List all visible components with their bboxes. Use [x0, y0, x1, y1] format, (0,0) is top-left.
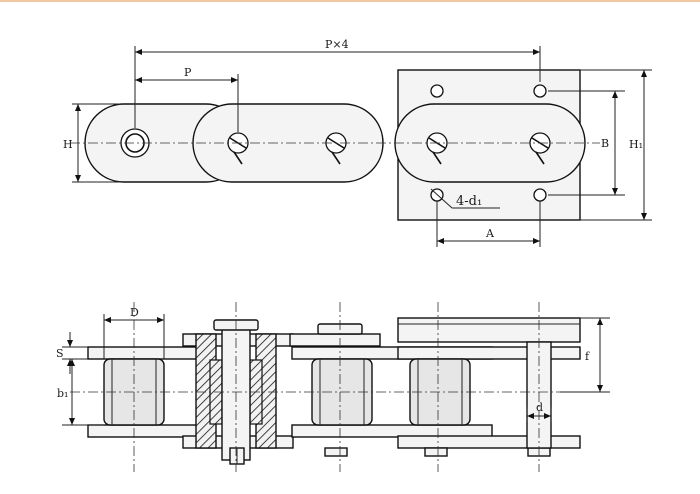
label-plate-thickness: S: [56, 347, 64, 360]
label-attachment-height: f: [585, 350, 590, 363]
label-plate-height: H₁: [629, 138, 643, 151]
outer-plate-bottom: [87, 424, 209, 438]
plate-hole: [430, 84, 444, 98]
label-hole-spacing-h: A: [485, 227, 495, 240]
attachment-plate-side: [397, 317, 581, 343]
pin-head-plate-2: [289, 333, 381, 347]
label-holes: 4-d₁: [456, 194, 482, 209]
plate-top-right: [397, 346, 581, 360]
label-inner-width: b₁: [57, 387, 68, 400]
plate-bottom-right: [397, 435, 581, 449]
label-link-height: H: [63, 138, 73, 151]
top-view: P×4 P H B H₁ A 4-d₁: [63, 38, 652, 247]
label-pitch: P: [184, 66, 192, 79]
label-roller-diameter: D: [130, 306, 139, 319]
label-hole-spacing-v: B: [601, 137, 609, 150]
label-pin-diameter: d: [536, 401, 543, 414]
inner-plate-bottom: [291, 424, 493, 438]
pin-tail-3: [424, 447, 448, 457]
plate-hole: [533, 84, 547, 98]
outer-plate-top: [87, 346, 209, 360]
leader-holes: [430, 188, 453, 209]
section-view: D S b₁ f d: [56, 302, 610, 472]
plate-hole: [533, 188, 547, 202]
pin-tail-2: [324, 447, 348, 457]
label-pitch-total: P×4: [325, 38, 349, 51]
